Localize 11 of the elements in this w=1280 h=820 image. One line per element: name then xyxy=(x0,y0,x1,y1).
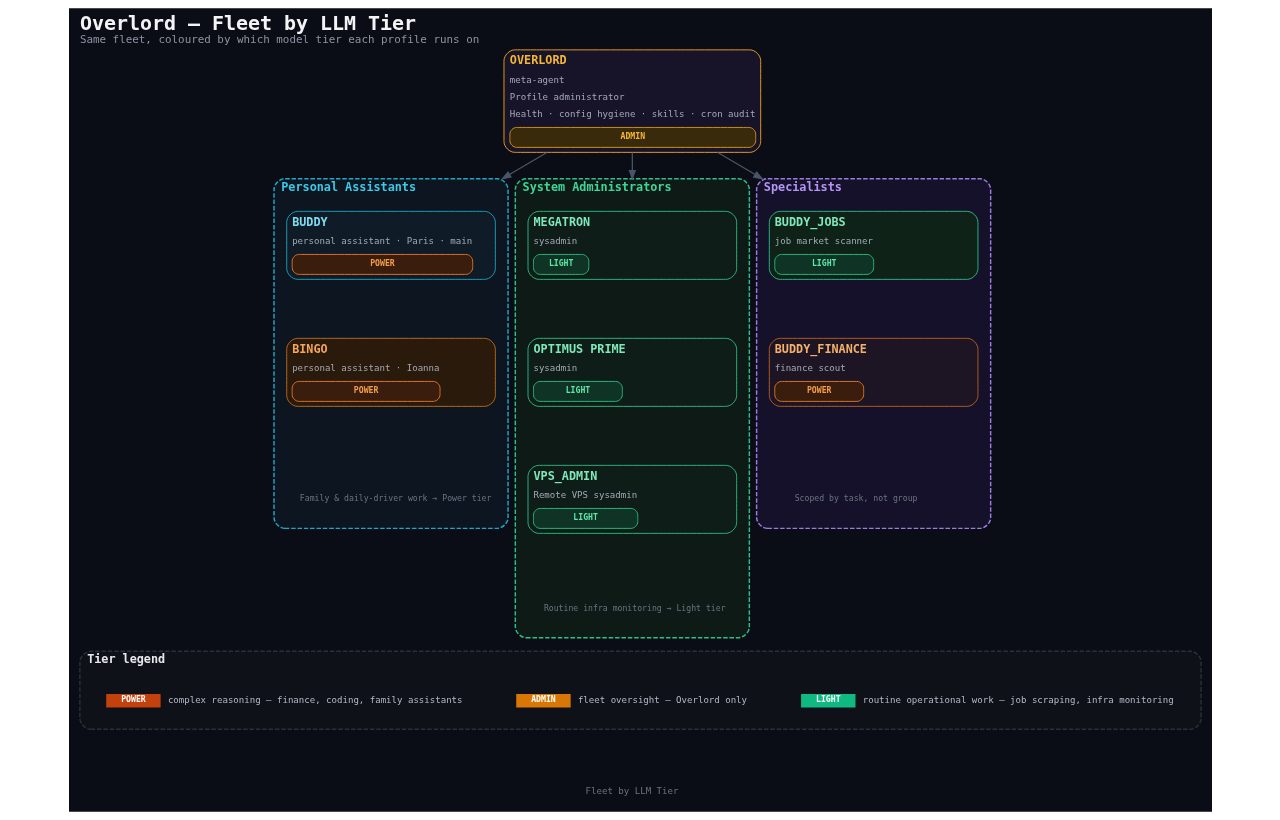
legend-label: complex reasoning — finance, coding, family assistants xyxy=(167,695,463,706)
diagram-title: Overlord — Fleet by LLM Tier xyxy=(79,11,416,36)
caption: Fleet by LLM Tier xyxy=(585,786,678,797)
legend-label: fleet oversight — Overlord only xyxy=(577,695,747,706)
label: LIGHT xyxy=(815,693,841,704)
arrow xyxy=(716,151,764,180)
label: ADMIN xyxy=(530,693,556,704)
legend-label: routine operational work — job scraping, infra monitoring xyxy=(862,695,1174,706)
label: POWER xyxy=(120,693,146,704)
label: Same fleet, coloured by which model tier each profile runs on xyxy=(79,33,479,47)
arrow xyxy=(500,151,548,180)
